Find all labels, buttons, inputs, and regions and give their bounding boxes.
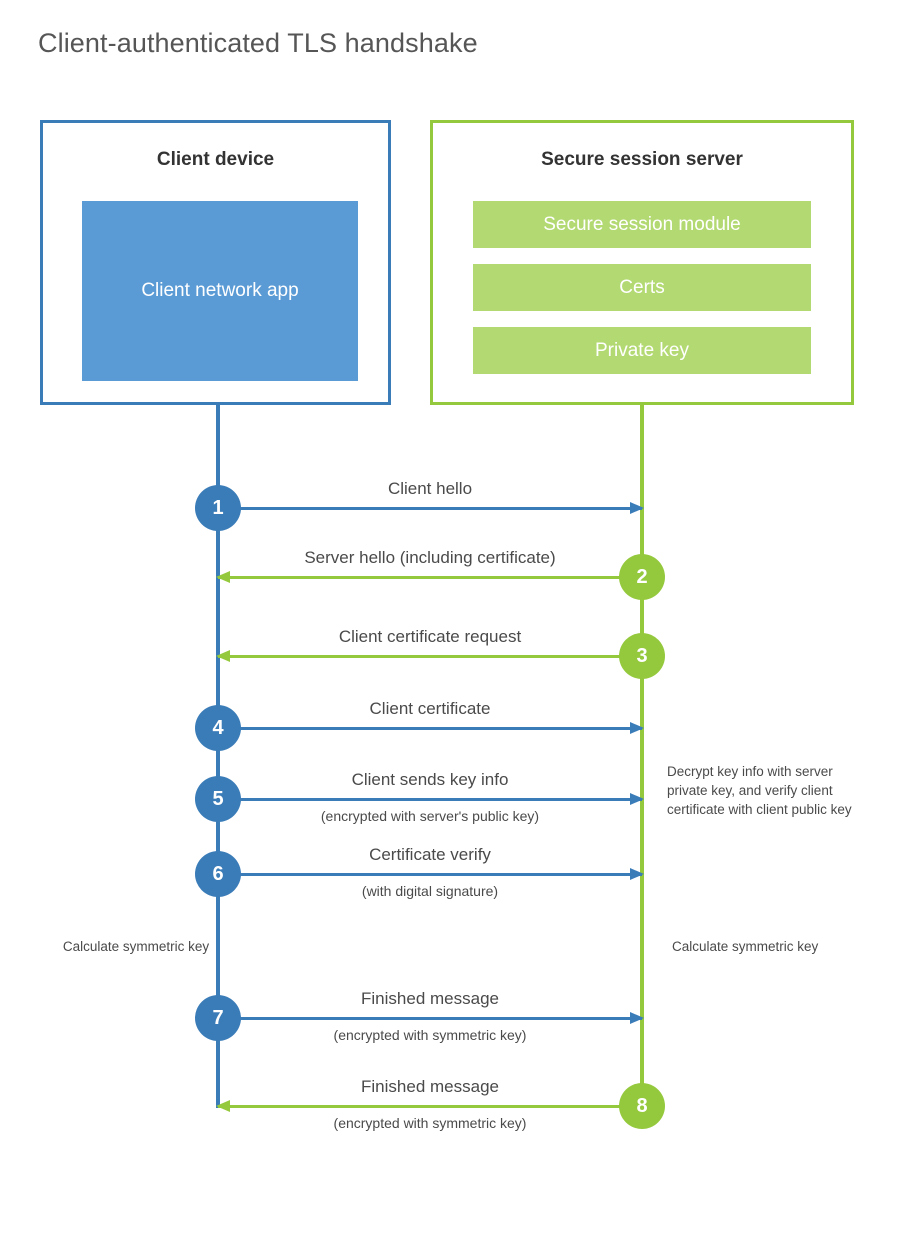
note-client-calculate-symmetric-key: Calculate symmetric key bbox=[62, 939, 210, 954]
message-arrow-6 bbox=[218, 873, 642, 876]
message-label-1: Client hello bbox=[387, 479, 473, 498]
note-server-calculate-symmetric-key: Calculate symmetric key bbox=[672, 939, 819, 954]
arrow-head-icon-right-1 bbox=[630, 502, 644, 514]
step-circle-8: 8 bbox=[619, 1083, 665, 1129]
message-label-3: Client certificate request bbox=[338, 627, 522, 646]
arrow-head-icon-right-5 bbox=[630, 793, 644, 805]
client-lifeline bbox=[216, 403, 220, 1108]
server-block-private-key: Private key bbox=[473, 327, 811, 374]
arrow-head-icon-right-4 bbox=[630, 722, 644, 734]
step-circle-6: 6 bbox=[195, 851, 241, 897]
arrow-head-icon-left-2 bbox=[216, 571, 230, 583]
message-arrow-4 bbox=[218, 727, 642, 730]
message-sublabel-7: (encrypted with symmetric key) bbox=[333, 1027, 527, 1043]
step-circle-4: 4 bbox=[195, 705, 241, 751]
message-arrow-1 bbox=[218, 507, 642, 510]
message-arrow-7 bbox=[218, 1017, 642, 1020]
message-arrow-5 bbox=[218, 798, 642, 801]
step-circle-7: 7 bbox=[195, 995, 241, 1041]
message-label-4: Client certificate bbox=[369, 699, 491, 718]
secure-session-server-participant-box: Secure session server Secure session mod… bbox=[430, 120, 854, 405]
message-label-7: Finished message bbox=[361, 989, 499, 1008]
message-sublabel-6: (with digital signature) bbox=[361, 883, 499, 899]
client-network-app-block: Client network app bbox=[82, 201, 358, 381]
message-arrow-2 bbox=[218, 576, 642, 579]
message-label-5: Client sends key info bbox=[351, 770, 509, 789]
step-circle-2: 2 bbox=[619, 554, 665, 600]
note-decrypt-key-info: Decrypt key info with server private key… bbox=[667, 764, 852, 818]
client-device-participant-box: Client device Client network app bbox=[40, 120, 391, 405]
secure-session-server-title: Secure session server bbox=[541, 149, 743, 170]
step-circle-3: 3 bbox=[619, 633, 665, 679]
message-label-2: Server hello (including certificate) bbox=[304, 548, 556, 567]
arrow-head-icon-right-6 bbox=[630, 868, 644, 880]
step-circle-1: 1 bbox=[195, 485, 241, 531]
message-sublabel-5: (encrypted with server's public key) bbox=[320, 808, 540, 824]
message-sublabel-8: (encrypted with symmetric key) bbox=[333, 1115, 527, 1131]
page-title: Client-authenticated TLS handshake bbox=[38, 28, 478, 58]
server-lifeline bbox=[640, 403, 644, 1108]
message-label-6: Certificate verify bbox=[369, 845, 491, 864]
arrow-head-icon-left-8 bbox=[216, 1100, 230, 1112]
step-circle-5: 5 bbox=[195, 776, 241, 822]
message-arrow-3 bbox=[218, 655, 642, 658]
server-block-certs: Certs bbox=[473, 264, 811, 311]
arrow-head-icon-right-7 bbox=[630, 1012, 644, 1024]
server-block-secure-session-module: Secure session module bbox=[473, 201, 811, 248]
arrow-head-icon-left-3 bbox=[216, 650, 230, 662]
message-label-8: Finished message bbox=[361, 1077, 499, 1096]
message-arrow-8 bbox=[218, 1105, 642, 1108]
client-device-title: Client device bbox=[156, 149, 275, 170]
